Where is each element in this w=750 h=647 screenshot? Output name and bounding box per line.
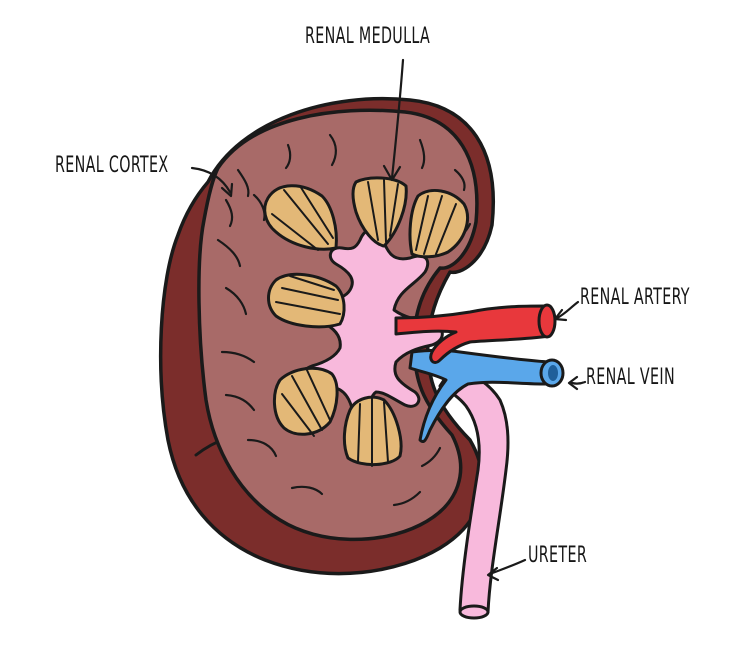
pyramid — [408, 188, 469, 259]
pyramid — [273, 366, 339, 437]
pyramid — [263, 184, 338, 251]
label-renal-medulla: RENAL MEDULLA — [305, 24, 431, 49]
label-renal-artery: RENAL ARTERY — [580, 285, 690, 310]
pyramid — [351, 176, 408, 248]
artery-leader — [555, 300, 580, 320]
artery-arrowhead — [553, 308, 568, 322]
cortex-texture — [216, 133, 472, 507]
ureter-opening — [458, 604, 490, 620]
medulla-arrowhead — [382, 164, 402, 182]
pyramid — [342, 395, 403, 467]
renal-artery-opening — [537, 303, 557, 339]
pyramid — [267, 272, 346, 329]
medulla-leader — [390, 58, 405, 180]
vein-leader — [570, 380, 587, 385]
vein-arrowhead — [567, 375, 579, 391]
cortex-leader — [190, 166, 232, 194]
renal-vein-lumen — [548, 365, 558, 381]
cortex-arrowhead — [220, 182, 234, 198]
renal-pyramids — [263, 176, 469, 467]
label-ureter: URETER — [528, 543, 588, 568]
renal-artery — [394, 304, 552, 364]
label-renal-cortex: RENAL CORTEX — [55, 153, 169, 178]
label-renal-vein: RENAL VEIN — [586, 365, 675, 390]
ureter-leader — [488, 558, 527, 576]
renal-vein — [408, 349, 550, 443]
leader-lines — [190, 58, 587, 582]
ureter-arrowhead — [486, 566, 500, 582]
